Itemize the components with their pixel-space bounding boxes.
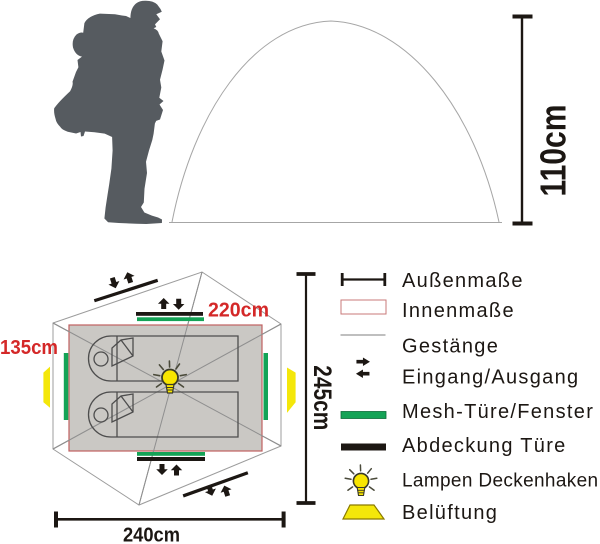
svg-text:Innenmaße: Innenmaße bbox=[402, 300, 515, 322]
svg-text:Lampen Deckenhaken: Lampen Deckenhaken bbox=[402, 471, 598, 492]
svg-text:Außenmaße: Außenmaße bbox=[402, 270, 524, 292]
svg-text:240cm: 240cm bbox=[123, 525, 180, 544]
svg-text:220cm: 220cm bbox=[208, 299, 269, 321]
svg-text:Belüftung: Belüftung bbox=[402, 502, 498, 524]
svg-text:135cm: 135cm bbox=[0, 337, 58, 359]
svg-text:Abdeckung Türe: Abdeckung Türe bbox=[402, 435, 567, 457]
svg-text:Mesh-Türe/Fenster: Mesh-Türe/Fenster bbox=[402, 401, 594, 423]
svg-text:245cm: 245cm bbox=[308, 365, 336, 430]
svg-text:Gestänge: Gestänge bbox=[402, 336, 499, 358]
svg-text:Eingang/Ausgang: Eingang/Ausgang bbox=[402, 367, 579, 389]
svg-text:110cm: 110cm bbox=[533, 105, 574, 197]
